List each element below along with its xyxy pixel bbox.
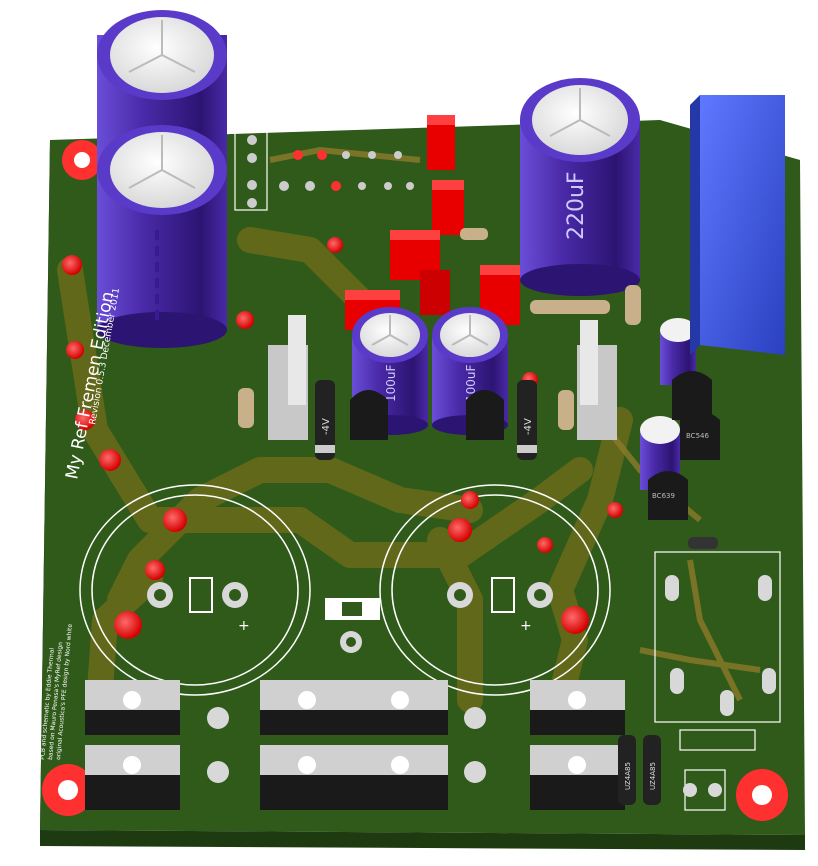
zener-left-label: -4V <box>321 418 332 435</box>
small-transistors: BC546 BC639 <box>350 371 720 520</box>
power-cap-footprint-left <box>79 484 311 696</box>
red-pads <box>62 237 623 639</box>
rectifier-diodes: UZ4A85 UZ4A85 <box>618 735 661 805</box>
power-cap-pads: + + <box>147 577 553 634</box>
svg-text:+: + <box>520 618 532 634</box>
cap-100uf-left-label: 100uF <box>384 364 398 402</box>
relay <box>690 95 785 355</box>
zener-right-label: -4V <box>523 418 534 435</box>
output-mosfets <box>85 680 625 810</box>
protection-pads <box>665 575 776 797</box>
mounting-hole-top-left <box>62 140 102 180</box>
cap-100uf-right-label: 100uF <box>464 364 478 402</box>
misc-pads <box>207 598 486 783</box>
mounting-hole-bottom-left <box>42 764 94 816</box>
rectifier-right-label: UZ4A85 <box>649 762 657 790</box>
svg-text:+: + <box>238 618 250 634</box>
zener-diode-right: -4V <box>517 380 537 460</box>
rectifier-left-label: UZ4A85 <box>624 762 632 790</box>
input-header <box>234 129 414 211</box>
resistors <box>238 228 718 549</box>
electrolytic-cap-220uf: 220uF <box>520 78 640 296</box>
pcb-board <box>40 120 805 850</box>
mounting-hole-bottom-right <box>736 769 788 821</box>
transistor-bc639-label: BC639 <box>652 492 675 500</box>
electrolytic-cap-100uf-right: 100uF <box>432 307 508 435</box>
transistor-bc546-label: BC546 <box>686 432 709 440</box>
electrolytic-cap-left <box>97 125 227 348</box>
cap-220uf-label: 220uF <box>564 171 589 240</box>
driver-transistors <box>268 315 617 440</box>
power-cap-footprint-right <box>379 484 611 696</box>
zener-diode-left: -4V <box>315 380 335 460</box>
